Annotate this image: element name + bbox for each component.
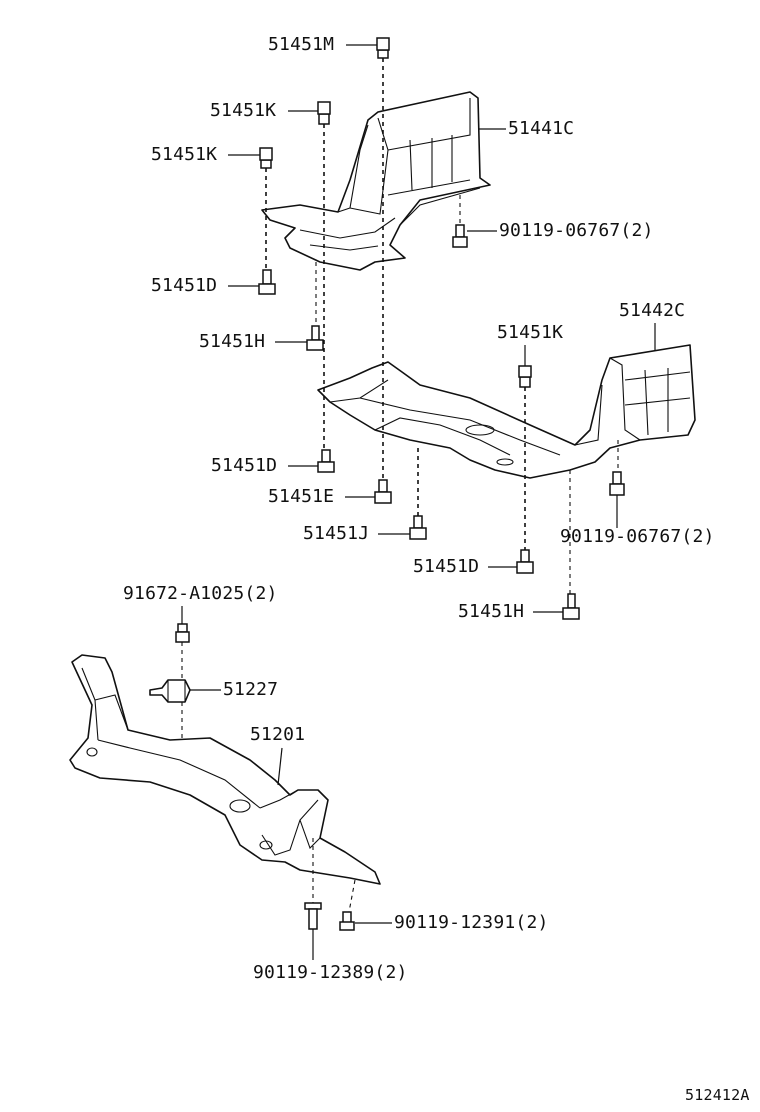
bolt-51451E	[374, 479, 392, 504]
bolt-90119-06767-b	[609, 471, 625, 496]
front-crossmember	[69, 654, 381, 885]
label-90119-12391: 90119-12391(2)	[394, 912, 549, 933]
engine-under-cover-lower	[317, 344, 696, 479]
bolt-51451H-a	[306, 325, 324, 351]
bolt-51451K-c	[518, 365, 532, 388]
bracket-51227	[149, 679, 191, 703]
label-51451H-a: 51451H	[199, 331, 266, 352]
label-51442C: 51442C	[619, 300, 686, 321]
bolt-90119-12389	[304, 902, 322, 930]
bolt-51451D-b	[317, 449, 335, 473]
label-51227: 51227	[223, 679, 279, 700]
label-51451E: 51451E	[268, 486, 335, 507]
assembly-lines	[181, 58, 619, 913]
bolt-90119-12391	[339, 911, 355, 931]
label-51451M: 51451M	[268, 34, 335, 55]
bolt-51451J	[409, 515, 427, 540]
label-90119-06767-a: 90119-06767(2)	[499, 220, 654, 241]
leader-lines	[181, 44, 656, 960]
label-51451K-a: 51451K	[210, 100, 277, 121]
diagram-code: 512412A	[685, 1086, 750, 1104]
label-91672-A1025: 91672-A1025(2)	[123, 583, 278, 604]
label-51451K-c: 51451K	[497, 322, 564, 343]
label-51441C: 51441C	[508, 118, 575, 139]
bolt-90119-06767-a	[452, 224, 468, 248]
bolt-91672-A1025	[175, 623, 190, 643]
bolt-51451K-b	[259, 147, 273, 169]
bolt-51451H-b	[562, 593, 580, 620]
label-51451H-b: 51451H	[458, 601, 525, 622]
label-51451D-b: 51451D	[211, 455, 278, 476]
bolt-51451D-c	[516, 549, 534, 574]
bolt-51451M	[376, 37, 390, 59]
bolt-51451K-a	[317, 101, 331, 125]
label-51451J: 51451J	[303, 523, 370, 544]
bolt-51451D-a	[258, 269, 276, 295]
label-51201: 51201	[250, 724, 306, 745]
label-51451K-b: 51451K	[151, 144, 218, 165]
label-90119-06767-b: 90119-06767(2)	[560, 526, 715, 547]
label-90119-12389: 90119-12389(2)	[253, 962, 408, 983]
label-51451D-a: 51451D	[151, 275, 218, 296]
label-51451D-c: 51451D	[413, 556, 480, 577]
